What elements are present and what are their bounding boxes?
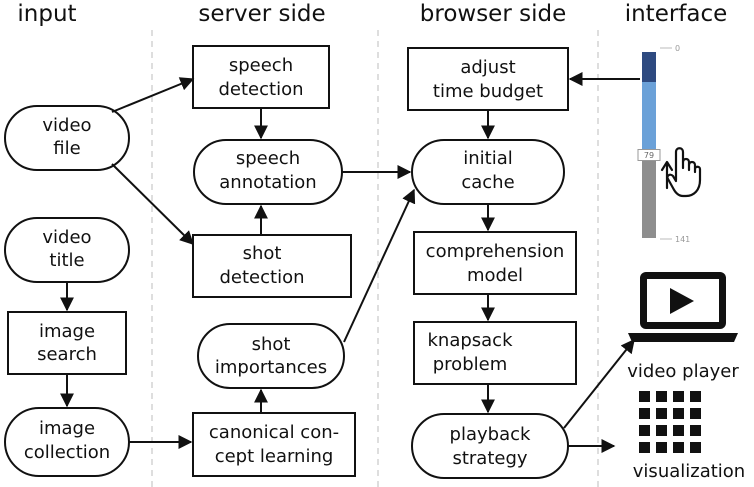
grid-cell: [639, 391, 650, 402]
slider-segment-filled: [642, 82, 656, 155]
slider-min-label: 0: [675, 44, 680, 53]
svg-text:image: image: [39, 418, 95, 439]
grid-icon: [639, 391, 701, 453]
svg-text:strategy: strategy: [452, 448, 527, 469]
grid-cell: [639, 425, 650, 436]
edge-playback-to-video-player: [563, 338, 635, 429]
node-image-search: image search: [7, 311, 127, 375]
play-icon: [628, 272, 738, 342]
grid-cell: [656, 391, 667, 402]
grid-cell: [656, 442, 667, 453]
slider-segment-remaining: [642, 155, 656, 238]
svg-text:detection: detection: [219, 267, 304, 288]
time-budget-slider[interactable]: 0 141 79: [637, 44, 690, 244]
node-speech-detection: speech detection: [192, 45, 330, 109]
grid-cell: [673, 391, 684, 402]
header-browser-side: browser side: [420, 1, 566, 27]
slider-segment-dark: [642, 52, 656, 82]
grid-cell: [639, 442, 650, 453]
node-initial-cache: initial cache: [411, 139, 565, 205]
node-playback-strategy: playback strategy: [411, 413, 569, 479]
node-comprehension-model: comprehension model: [413, 231, 577, 295]
node-video-title: video title: [4, 217, 130, 283]
grid-cell: [656, 408, 667, 419]
svg-text:speech: speech: [236, 148, 300, 169]
visualization-label: visualization: [633, 461, 745, 482]
svg-text:comprehension: comprehension: [426, 241, 565, 262]
node-canonical-concept-learning: canonical con- cept learning: [192, 412, 356, 477]
svg-text:image: image: [39, 321, 95, 342]
svg-text:problem: problem: [433, 354, 507, 375]
node-adjust-time-budget: adjust time budget: [407, 47, 569, 111]
svg-text:search: search: [37, 344, 97, 365]
svg-text:model: model: [467, 265, 523, 286]
node-image-collection: image collection: [4, 407, 130, 477]
svg-text:detection: detection: [218, 79, 303, 100]
svg-text:annotation: annotation: [219, 172, 316, 193]
svg-text:shot: shot: [252, 334, 291, 355]
svg-text:knapsack: knapsack: [427, 330, 513, 351]
node-speech-annotation: speech annotation: [193, 139, 343, 205]
header-input: input: [17, 1, 76, 27]
svg-text:video: video: [42, 227, 91, 248]
svg-text:adjust: adjust: [460, 57, 515, 78]
svg-text:playback: playback: [450, 424, 531, 445]
grid-cell: [690, 391, 701, 402]
node-knapsack-problem: knapsack problem: [413, 321, 577, 385]
grid-cell: [690, 425, 701, 436]
slider-value-label: 79: [644, 151, 654, 160]
slider-max-label: 141: [675, 235, 690, 244]
slider-handle[interactable]: [637, 149, 661, 161]
hand-pointer-icon: [660, 147, 702, 198]
grid-cell: [673, 442, 684, 453]
svg-text:canonical con-: canonical con-: [209, 422, 339, 443]
grid-cell: [673, 425, 684, 436]
edge-video-file-to-speech-detection: [111, 77, 195, 113]
node-shot-detection: shot detection: [192, 234, 352, 298]
node-video-file: video file: [4, 105, 130, 171]
svg-text:time budget: time budget: [433, 81, 543, 102]
svg-text:file: file: [53, 138, 80, 159]
svg-text:title: title: [49, 250, 84, 271]
edge-video-file-to-shot-detection: [111, 163, 194, 245]
grid-cell: [639, 408, 650, 419]
svg-text:speech: speech: [229, 55, 293, 76]
svg-text:video: video: [42, 115, 91, 136]
svg-text:shot: shot: [243, 243, 282, 264]
svg-text:cache: cache: [461, 172, 514, 193]
grid-cell: [690, 442, 701, 453]
svg-text:cept learning: cept learning: [215, 446, 334, 467]
svg-text:collection: collection: [24, 442, 110, 463]
header-server-side: server side: [198, 1, 325, 27]
svg-text:initial: initial: [463, 148, 513, 169]
grid-cell: [673, 408, 684, 419]
grid-cell: [690, 408, 701, 419]
edge-shot-importances-to-initial-cache: [343, 188, 416, 343]
video-player-label: video player: [627, 361, 739, 382]
header-interface: interface: [625, 1, 728, 27]
node-shot-importances: shot importances: [197, 323, 345, 389]
grid-cell: [656, 425, 667, 436]
svg-text:importances: importances: [215, 357, 327, 378]
